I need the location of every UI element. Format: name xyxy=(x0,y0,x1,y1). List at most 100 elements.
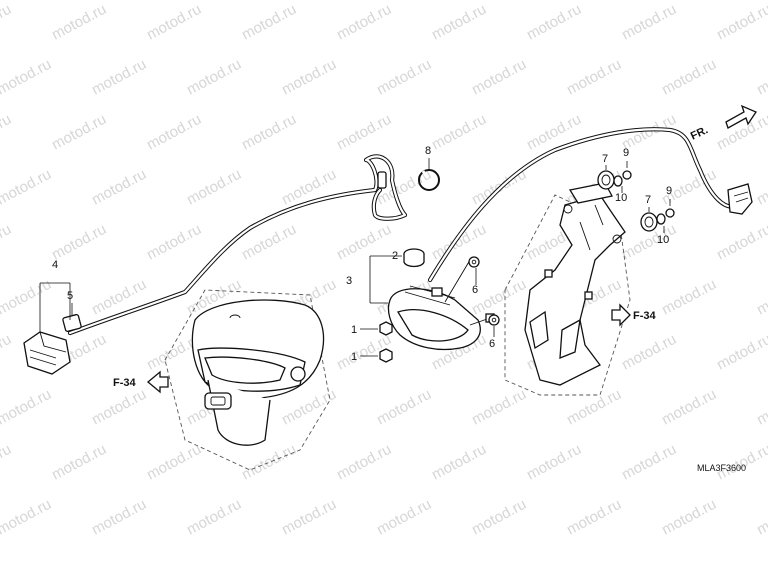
watermark-text: motod.ru xyxy=(334,441,394,484)
watermark-text: motod.ru xyxy=(0,56,54,99)
watermark-text: motod.ru xyxy=(429,221,489,264)
watermark-text: motod.ru xyxy=(659,386,719,429)
rear-fender-assembly xyxy=(164,289,331,471)
watermark-layer: motod.ru motod.ru motod.ru motod.ru motod.ru… xyxy=(0,1,768,539)
watermark-text: motod.ru xyxy=(49,221,109,264)
watermark-text: motod.ru xyxy=(469,386,529,429)
watermark-text: motod.ru xyxy=(429,111,489,154)
taillight-assembly xyxy=(379,248,495,363)
watermark-text: motod.ru xyxy=(0,166,54,209)
watermark-text: motod.ru xyxy=(524,111,584,154)
watermark-text: motod.ru xyxy=(334,111,394,154)
watermark-text: motod.ru xyxy=(334,221,394,264)
ref-arrow-right: F-34 xyxy=(611,303,657,327)
right-connector xyxy=(727,183,753,215)
watermark-text: motod.ru xyxy=(754,496,768,539)
callout-7a: 7 xyxy=(602,153,608,165)
callout-6b: 6 xyxy=(489,338,495,350)
drawing-code: MLA3F3600 xyxy=(697,463,746,473)
watermark-text: motod.ru xyxy=(0,386,54,429)
callout-8: 8 xyxy=(425,145,431,157)
watermark-text: motod.ru xyxy=(144,111,204,154)
watermark-text: motod.ru xyxy=(89,276,149,319)
watermark-text: motod.ru xyxy=(89,386,149,429)
watermark-text: motod.ru xyxy=(0,496,54,539)
watermark-text: motod.ru xyxy=(754,276,768,319)
watermark-text: motod.ru xyxy=(49,1,109,44)
watermark-text: motod.ru xyxy=(564,386,624,429)
watermark-text: motod.ru xyxy=(0,441,14,484)
watermark-text: motod.ru xyxy=(469,496,529,539)
watermark-text: motod.ru xyxy=(144,1,204,44)
front-label: FR. xyxy=(689,124,710,142)
watermark-text: motod.ru xyxy=(279,56,339,99)
watermark-text: motod.ru xyxy=(659,56,719,99)
watermark-text: motod.ru xyxy=(659,276,719,319)
watermark-text: motod.ru xyxy=(619,331,679,374)
ref-label-right: F-34 xyxy=(633,310,657,322)
callout-4: 4 xyxy=(52,259,58,271)
watermark-text: motod.ru xyxy=(0,331,14,374)
callout-7b: 7 xyxy=(645,194,651,206)
callouts: 1 1 2 3 4 5 6 6 7 7 8 9 9 10 10 xyxy=(52,145,672,363)
watermark-text: motod.ru xyxy=(754,166,768,209)
watermark-text: motod.ru xyxy=(469,276,529,319)
watermark-text: motod.ru xyxy=(184,496,244,539)
callout-10a: 10 xyxy=(615,192,627,204)
watermark-text: motod.ru xyxy=(754,386,768,429)
watermark-text: motod.ru xyxy=(0,221,14,264)
watermark-text: motod.ru xyxy=(0,1,14,44)
watermark-text: motod.ru xyxy=(239,1,299,44)
watermark-text: motod.ru xyxy=(89,166,149,209)
watermark-text: motod.ru xyxy=(144,221,204,264)
callout-9b: 9 xyxy=(666,185,672,197)
watermark-text: motod.ru xyxy=(659,496,719,539)
watermark-text: motod.ru xyxy=(89,56,149,99)
watermark-text: motod.ru xyxy=(0,276,54,319)
callout-2: 2 xyxy=(392,250,398,262)
grommet-set-lower xyxy=(640,208,675,232)
ref-arrow-left: F-34 xyxy=(113,370,169,394)
watermark-text: motod.ru xyxy=(374,496,434,539)
left-connector xyxy=(23,313,82,375)
watermark-text: motod.ru xyxy=(429,1,489,44)
watermark-text: motod.ru xyxy=(714,331,768,374)
callout-5: 5 xyxy=(67,290,73,302)
watermark-text: motod.ru xyxy=(524,441,584,484)
watermark-text: motod.ru xyxy=(0,111,14,154)
ref-label-left: F-34 xyxy=(113,377,137,389)
watermark-text: motod.ru xyxy=(89,496,149,539)
leader-lines xyxy=(39,158,671,357)
callout-3: 3 xyxy=(346,275,352,287)
callout-10b: 10 xyxy=(657,234,669,246)
watermark-text: motod.ru xyxy=(374,56,434,99)
watermark-text: motod.ru xyxy=(469,56,529,99)
watermark-text: motod.ru xyxy=(714,221,768,264)
watermark-text: motod.ru xyxy=(279,496,339,539)
watermark-text: motod.ru xyxy=(144,441,204,484)
callout-6a: 6 xyxy=(472,284,478,296)
watermark-text: motod.ru xyxy=(184,166,244,209)
watermark-text: motod.ru xyxy=(239,441,299,484)
watermark-text: motod.ru xyxy=(429,441,489,484)
watermark-text: motod.ru xyxy=(49,441,109,484)
watermark-text: motod.ru xyxy=(334,1,394,44)
watermark-text: motod.ru xyxy=(374,386,434,429)
washers xyxy=(468,256,500,326)
watermark-text: motod.ru xyxy=(714,1,768,44)
watermark-text: motod.ru xyxy=(49,111,109,154)
watermark-text: motod.ru xyxy=(239,111,299,154)
watermark-text: motod.ru xyxy=(619,441,679,484)
grommet-set-upper xyxy=(597,170,632,190)
watermark-text: motod.ru xyxy=(524,1,584,44)
watermark-text: motod.ru xyxy=(184,56,244,99)
watermark-text: motod.ru xyxy=(564,496,624,539)
callout-1b: 1 xyxy=(351,351,357,363)
callout-9a: 9 xyxy=(623,147,629,159)
watermark-text: motod.ru xyxy=(564,56,624,99)
watermark-text: motod.ru xyxy=(619,1,679,44)
watermark-text: motod.ru xyxy=(754,56,768,99)
wire-harness xyxy=(67,127,741,336)
